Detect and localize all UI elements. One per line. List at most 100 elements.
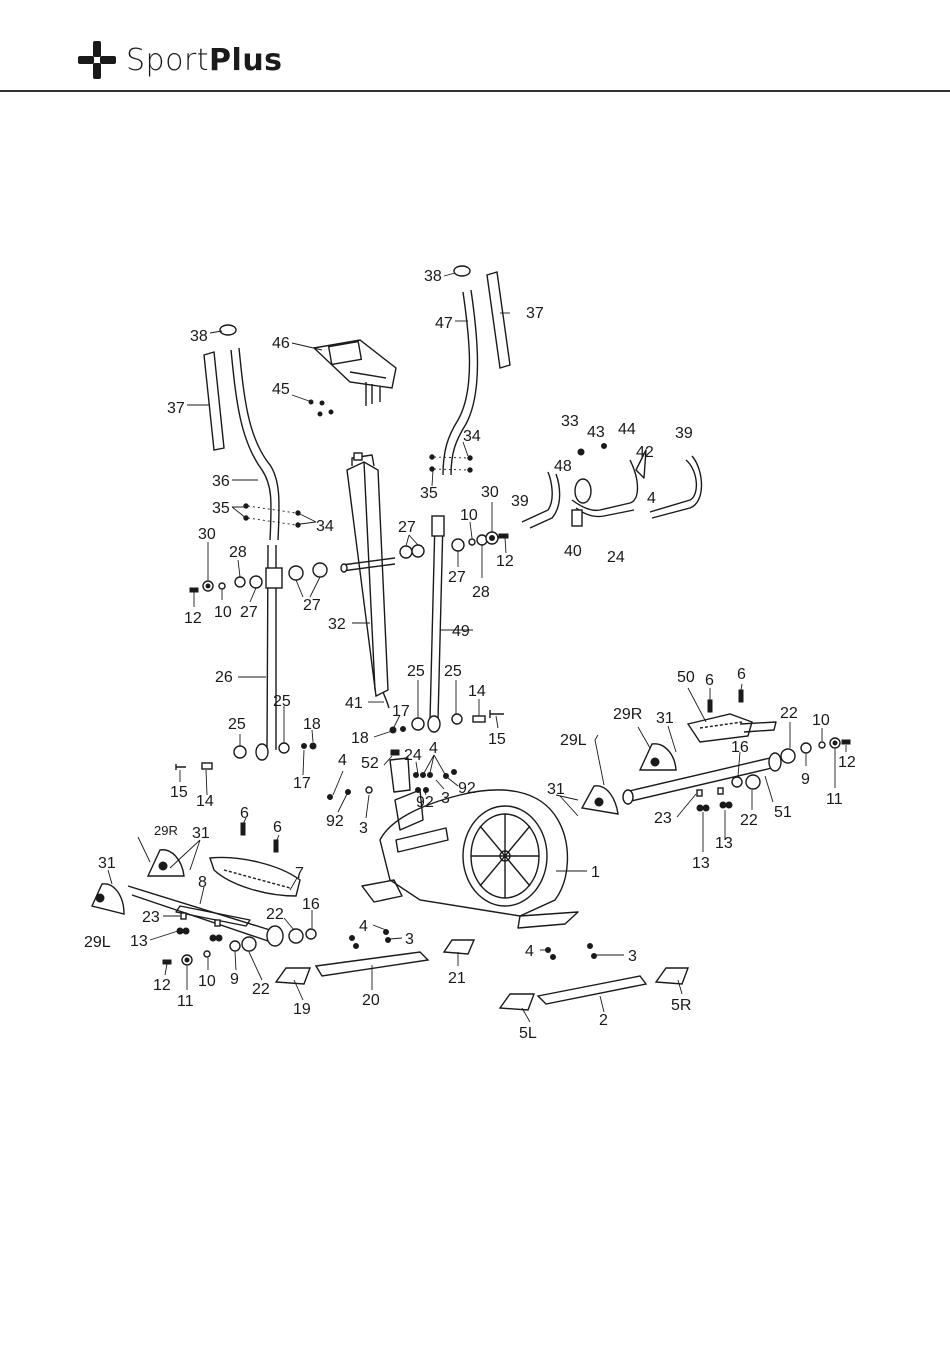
part-lower-arm-left-end (255, 743, 269, 761)
parts-artwork (91, 265, 851, 1011)
callout-3: 3 (405, 931, 414, 948)
callout-47: 47 (435, 315, 453, 332)
callout-20: 20 (362, 992, 380, 1009)
page-header: SportPlus (0, 0, 950, 92)
callout-22: 22 (740, 812, 758, 829)
callout-4: 4 (647, 490, 656, 507)
callout-48: 48 (554, 458, 572, 475)
callout-50: 50 (677, 669, 695, 686)
callout-14: 14 (468, 683, 486, 700)
callout-36: 36 (212, 473, 230, 490)
callout-4: 4 (525, 943, 534, 960)
header-divider (0, 90, 950, 92)
part-foam-grip-right (486, 271, 511, 369)
callout-29R: 29R (613, 706, 642, 723)
part-static-handlebar (521, 443, 703, 529)
part-mast (340, 452, 396, 698)
callout-27: 27 (240, 604, 258, 621)
callout-39: 39 (675, 425, 693, 442)
part-pedal-arm-left (127, 856, 301, 947)
callout-31: 31 (656, 710, 674, 727)
callout-23: 23 (142, 909, 160, 926)
callout-31: 31 (98, 855, 116, 872)
callout-41: 41 (345, 695, 363, 712)
callout-44: 44 (618, 421, 636, 438)
part-washers-right (696, 689, 851, 812)
part-pedal-arm-right (622, 713, 782, 805)
callout-19: 19 (293, 1001, 311, 1018)
callout-30: 30 (481, 484, 499, 501)
callout-35: 35 (420, 485, 438, 502)
callout-6: 6 (240, 805, 249, 822)
callout-9: 9 (801, 771, 810, 788)
callout-37: 37 (526, 305, 544, 322)
brand-name-bold: Plus (209, 42, 283, 78)
callout-13: 13 (715, 835, 733, 852)
callout-18: 18 (303, 716, 321, 733)
part-washers-left (162, 822, 317, 966)
callout-4: 4 (359, 918, 368, 935)
part-end-cap-right (453, 265, 471, 277)
callout-4: 4 (338, 752, 347, 769)
callout-29L: 29L (84, 934, 111, 951)
part-washers (202, 531, 499, 759)
callout-39: 39 (511, 493, 529, 510)
callout-31: 31 (192, 825, 210, 842)
callout-27: 27 (303, 597, 321, 614)
callout-49: 49 (452, 623, 470, 640)
part-screw (317, 411, 323, 417)
callout-14: 14 (196, 793, 214, 810)
part-foam-grip-left (203, 351, 225, 451)
part-lower-arm-right (429, 519, 444, 721)
part-side-covers (91, 743, 677, 915)
callout-25: 25 (407, 663, 425, 680)
callout-23: 23 (654, 810, 672, 827)
callout-3: 3 (628, 948, 637, 965)
callout-33: 33 (561, 413, 579, 430)
callout-13: 13 (130, 933, 148, 950)
callout-15: 15 (488, 731, 506, 748)
callout-92: 92 (416, 794, 434, 811)
callout-7: 7 (295, 865, 304, 882)
callout-labels: 38 38 37 37 46 45 47 36 35 34 34 35 33 4… (84, 268, 856, 1042)
callout-10: 10 (812, 712, 830, 729)
part-sensor-cable (382, 691, 390, 709)
callout-12: 12 (184, 610, 202, 627)
callout-10: 10 (214, 604, 232, 621)
callout-43: 43 (587, 424, 605, 441)
part-upper-handlebar-left (230, 347, 280, 541)
callout-30: 30 (198, 526, 216, 543)
callout-22: 22 (780, 705, 798, 722)
callout-1: 1 (591, 864, 600, 881)
callout-4: 4 (429, 740, 438, 757)
callout-37: 37 (167, 400, 185, 417)
callout-34: 34 (316, 518, 334, 535)
callout-51: 51 (774, 804, 792, 821)
callout-6: 6 (705, 672, 714, 689)
callout-9: 9 (230, 971, 239, 988)
callout-18: 18 (351, 730, 369, 747)
callout-5L: 5L (519, 1025, 537, 1042)
part-console (312, 339, 397, 406)
callout-10: 10 (198, 973, 216, 990)
callout-92: 92 (458, 780, 476, 797)
callout-22: 22 (252, 981, 270, 998)
callout-45: 45 (272, 381, 290, 398)
callout-25: 25 (273, 693, 291, 710)
part-main-frame (361, 789, 579, 929)
callout-22: 22 (266, 906, 284, 923)
brand-logo: SportPlus (76, 38, 283, 82)
callout-21: 21 (448, 970, 466, 987)
callout-17: 17 (293, 775, 311, 792)
callout-24: 24 (607, 549, 625, 566)
callout-3: 3 (441, 790, 450, 807)
callout-27: 27 (448, 569, 466, 586)
part-end-cap-left (219, 324, 237, 336)
callout-3: 3 (359, 820, 368, 837)
callout-24: 24 (404, 747, 422, 764)
callout-11: 11 (826, 791, 843, 808)
callout-13: 13 (692, 855, 710, 872)
callout-38: 38 (190, 328, 208, 345)
callout-27: 27 (398, 519, 416, 536)
